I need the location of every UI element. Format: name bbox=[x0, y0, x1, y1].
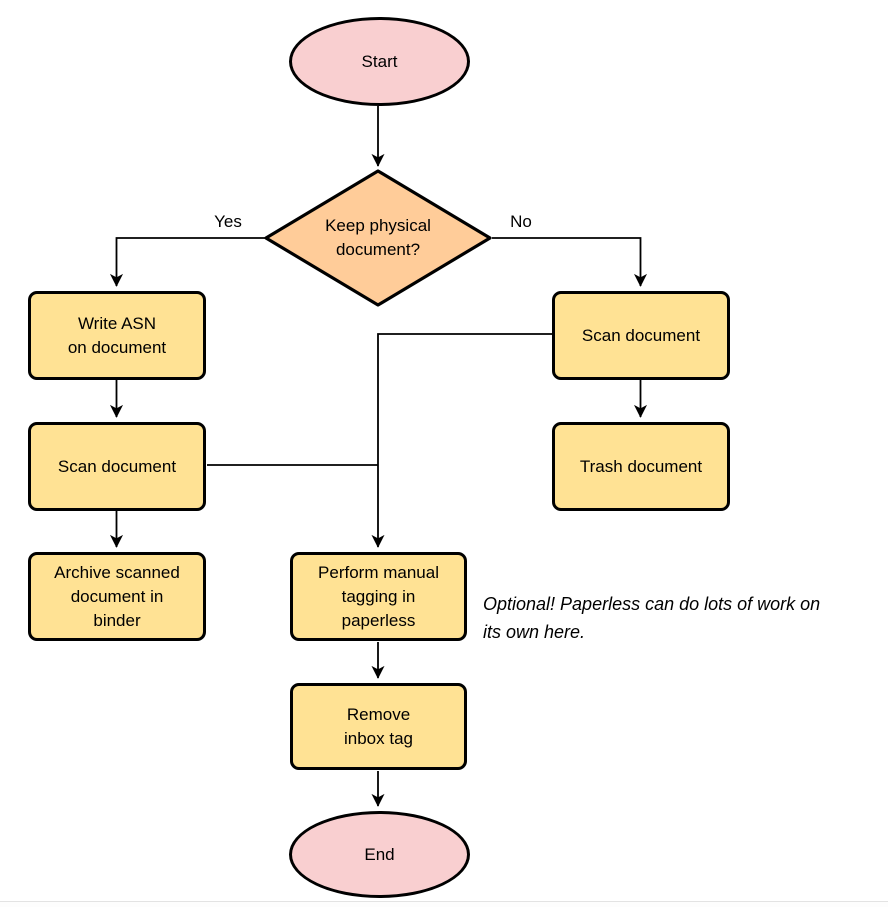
node-manual-tagging: Perform manual tagging in paperless bbox=[290, 552, 467, 641]
node-start-label: Start bbox=[361, 51, 398, 71]
edge-label-yes: Yes bbox=[214, 212, 242, 231]
node-scan-document-right-label: Scan document bbox=[581, 325, 701, 345]
node-remove-inbox-tag: Remove inbox tag bbox=[290, 683, 467, 770]
node-scan-document-right: Scan document bbox=[552, 291, 730, 380]
node-trash-document-label: Trash document bbox=[579, 456, 703, 476]
edge-decision-yes-to-write-asn bbox=[109, 237, 266, 287]
edge-scan-right-to-tagging bbox=[371, 333, 552, 548]
node-write-asn-label: Write ASN on document bbox=[67, 313, 167, 357]
edge-decision-no-to-scan-right bbox=[492, 237, 648, 287]
node-end: End bbox=[289, 811, 470, 898]
node-trash-document: Trash document bbox=[552, 422, 730, 511]
node-remove-inbox-tag-label: Remove inbox tag bbox=[344, 704, 413, 748]
node-end-label: End bbox=[364, 844, 395, 864]
node-write-asn: Write ASN on document bbox=[28, 291, 206, 380]
node-scan-document-left: Scan document bbox=[28, 422, 206, 511]
node-start: Start bbox=[289, 17, 470, 106]
node-manual-tagging-label: Perform manual tagging in paperless bbox=[318, 562, 439, 630]
node-archive-binder: Archive scanned document in binder bbox=[28, 552, 206, 641]
edge-label-no: No bbox=[510, 212, 532, 231]
node-decision-label: Keep physical document? bbox=[325, 216, 431, 259]
node-decision: Keep physical document? bbox=[288, 171, 468, 305]
optional-note: Optional! Paperless can do lots of work … bbox=[483, 594, 821, 642]
decision-diamond-shape bbox=[264, 169, 492, 307]
page-bottom-edge bbox=[0, 901, 888, 907]
node-scan-document-left-label: Scan document bbox=[57, 456, 177, 476]
node-archive-binder-label: Archive scanned document in binder bbox=[54, 562, 180, 630]
